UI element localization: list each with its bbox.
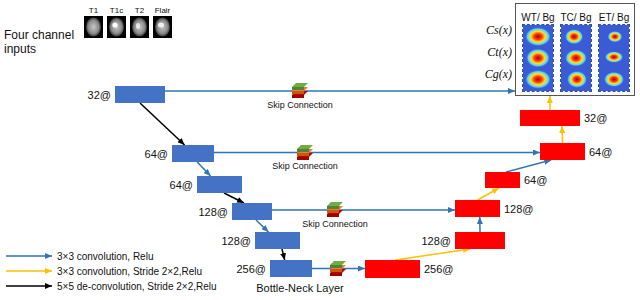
heatmap-image [523, 25, 553, 91]
layer-arrow [478, 188, 500, 200]
skip-connection-line [272, 209, 455, 211]
channel-count: 128@ [198, 205, 228, 218]
heatmap-image [599, 25, 629, 91]
heatmap-column: TC/ Bg [560, 24, 592, 92]
channel-count: 64@ [589, 145, 612, 158]
layer-label: Bottle-Neck Layer [256, 282, 343, 295]
layer-arrow [549, 96, 551, 110]
modality-label: T1 [89, 6, 98, 15]
heatmap-column: ET/ Bg [598, 24, 630, 92]
mri-slice [107, 16, 126, 38]
legend-text: 3×3 convolution, Stride 2×2,Relu [57, 266, 202, 277]
skip-label: Skip Connection [302, 219, 368, 229]
modality-label: Flair [155, 6, 171, 15]
skip-connection-line [165, 90, 515, 92]
encoder-block: 64@ [197, 176, 242, 193]
channel-count: 256@ [424, 263, 454, 276]
layer-arrow [197, 162, 210, 176]
input-image: T1 [84, 16, 103, 38]
input-image: Flair [153, 16, 172, 38]
legend-row: 3×3 convolution, Relu [4, 249, 153, 263]
layer-arrow [395, 249, 470, 260]
class-heading: WT/ Bg [521, 12, 554, 24]
skip-icon [297, 145, 313, 160]
layer-arrow [479, 217, 481, 232]
layer-arrow [224, 193, 244, 203]
legend-text: 5×5 de-convolution, Stride 2×2,Relu [57, 281, 217, 292]
channel-count: 256@ [236, 262, 266, 275]
decoder-block: 128@ [455, 232, 505, 249]
input-caption: Four channel inputs [4, 29, 80, 57]
row-label: Ct(x) [487, 46, 512, 60]
encoder-block: 128@ [255, 232, 300, 249]
channel-count: 32@ [88, 88, 111, 101]
modality-label: T1c [110, 6, 123, 15]
input-image: T1c [107, 16, 126, 38]
skip-label: Skip Connection [267, 100, 333, 110]
decoder-block: 64@ [540, 143, 585, 160]
channel-count: 64@ [145, 147, 168, 160]
mri-slice [84, 16, 103, 38]
skip-icon [327, 202, 343, 217]
encoder-block: 128@ [232, 203, 272, 220]
encoder-block: 32@ [115, 86, 165, 103]
heatmap-image [561, 25, 591, 91]
layer-arrow [506, 160, 551, 172]
legend-text: 3×3 convolution, Relu [57, 251, 153, 262]
class-heading: TC/ Bg [560, 12, 591, 24]
row-label: Cg(x) [485, 68, 512, 82]
layer-arrow [256, 220, 269, 232]
skip-icon [330, 261, 346, 276]
channel-count: 128@ [504, 202, 534, 215]
output-panel: Cs(x)Ct(x)Cg(x)WT/ BgTC/ BgET/ Bg [515, 3, 635, 96]
layer-arrow [282, 249, 285, 260]
skip-connection-line [214, 152, 540, 154]
legend-row: 3×3 convolution, Stride 2×2,Relu [4, 264, 202, 278]
skip-icon [292, 83, 308, 98]
channel-count: 64@ [524, 174, 547, 187]
class-heading: ET/ Bg [599, 12, 630, 24]
decoder-block: 32@ [520, 110, 580, 126]
decoder-block: 64@ [485, 172, 520, 188]
layer-arrow [140, 103, 185, 145]
channel-count: 64@ [170, 178, 193, 191]
legend-sample [4, 281, 54, 291]
encoder-block: 64@ [172, 145, 214, 162]
layer-arrow [561, 126, 563, 143]
channel-count: 128@ [221, 234, 251, 247]
legend-sample [4, 251, 54, 261]
legend-sample [4, 266, 54, 276]
decoder-block: 128@ [455, 200, 500, 217]
channel-count: 32@ [584, 112, 607, 125]
skip-label: Skip Connection [272, 161, 338, 171]
row-label: Cs(x) [486, 24, 512, 38]
bottleneck-block: 256@ [365, 260, 420, 278]
mri-slice [153, 16, 172, 38]
input-image: T2 [130, 16, 149, 38]
modality-label: T2 [135, 6, 144, 15]
channel-count: 128@ [421, 234, 451, 247]
mri-slice [130, 16, 149, 38]
encoder-block: 256@ [270, 260, 312, 277]
legend-row: 5×5 de-convolution, Stride 2×2,Relu [4, 279, 217, 293]
heatmap-column: WT/ Bg [522, 24, 554, 92]
